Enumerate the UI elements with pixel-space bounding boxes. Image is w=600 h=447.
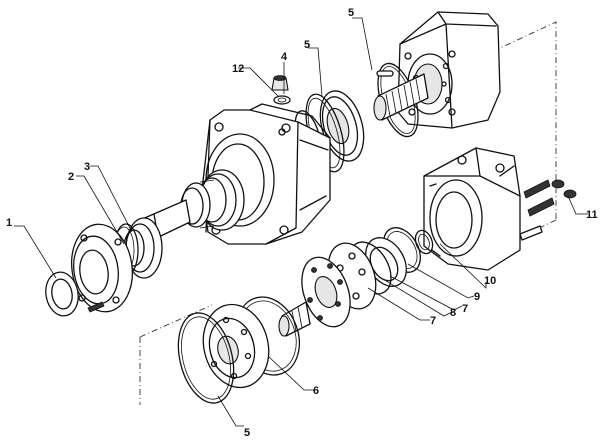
drive-link <box>278 301 311 337</box>
o-ring-lower-outer <box>177 312 235 404</box>
callout-8: 8 <box>450 307 456 319</box>
spacer-ring <box>365 237 407 287</box>
flange-screw <box>87 301 105 313</box>
callout-11: 11 <box>586 209 598 221</box>
o-ring-small <box>414 229 434 255</box>
end-plate-lower <box>202 303 270 389</box>
leader-lines <box>14 17 588 427</box>
callout-12: 12 <box>232 63 244 75</box>
gerotor-set-upper <box>319 90 365 162</box>
key <box>376 70 394 77</box>
rotor-lower <box>301 256 351 328</box>
front-flange <box>71 223 133 313</box>
callout-3: 3 <box>84 161 90 173</box>
dust-ring <box>45 271 79 317</box>
plug <box>271 75 289 91</box>
callout-6: 6 <box>313 385 319 397</box>
callout-5-top: 5 <box>348 7 354 19</box>
fittings <box>519 179 577 241</box>
washer <box>273 95 291 105</box>
callout-labels: 1 2 3 4 5 5 5 6 7 7 8 9 10 11 12 <box>6 7 598 439</box>
callout-5-upper: 5 <box>304 39 310 51</box>
callout-4: 4 <box>281 51 288 63</box>
callout-2: 2 <box>68 171 74 183</box>
callout-5-bottom: 5 <box>244 427 250 439</box>
callout-7-right: 7 <box>462 303 468 315</box>
callout-10: 10 <box>484 275 496 287</box>
rear-cover <box>397 11 501 129</box>
callout-7-left: 7 <box>430 315 436 327</box>
callout-9: 9 <box>474 291 480 303</box>
splined-shaft <box>373 73 429 121</box>
valve-housing <box>423 147 521 271</box>
callout-1: 1 <box>6 217 12 229</box>
